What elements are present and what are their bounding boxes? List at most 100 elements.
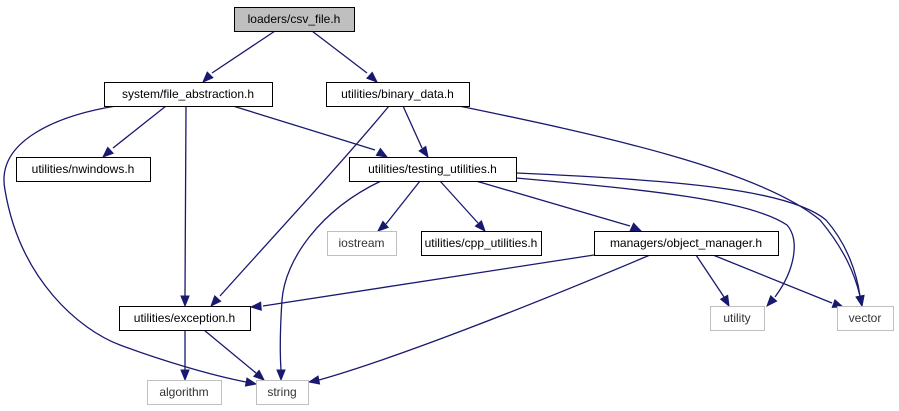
node-fileabs[interactable]: system/file_abstraction.h xyxy=(104,82,273,107)
node-box xyxy=(234,7,355,32)
edge-line xyxy=(112,105,167,149)
edge-objmgr-to-utility xyxy=(695,254,730,308)
node-binary[interactable]: utilities/binary_data.h xyxy=(326,82,470,107)
edge-line xyxy=(318,254,651,381)
edge-fileabs-to-exception xyxy=(180,105,190,308)
edge-testing-to-vector xyxy=(515,172,865,308)
edge-line xyxy=(402,105,423,149)
node-label: managers/object_manager.h xyxy=(610,236,762,250)
node-label: utility xyxy=(723,311,750,325)
node-label: string xyxy=(267,385,296,399)
edge-testing-to-cpputil xyxy=(439,180,486,233)
edge-arrowhead xyxy=(376,220,390,232)
edge-testing-to-objmgr xyxy=(475,180,643,232)
node-box xyxy=(349,157,517,182)
edge-line xyxy=(515,172,861,297)
edge-csv-to-fileabs xyxy=(202,30,276,83)
node-iostream: iostream xyxy=(327,231,397,256)
edge-line xyxy=(439,180,479,224)
edge-arrowhead xyxy=(180,295,190,308)
edge-line xyxy=(211,30,276,74)
node-label: loaders/csv_file.h xyxy=(248,12,341,26)
node-exception[interactable]: utilities/exception.h xyxy=(119,306,251,331)
edge-arrowhead xyxy=(766,295,778,308)
node-label: system/file_abstraction.h xyxy=(122,87,254,101)
edge-line xyxy=(232,105,376,151)
edge-testing-to-iostream xyxy=(376,180,421,232)
edge-csv-to-binary xyxy=(311,30,379,83)
nodes-layer: loaders/csv_file.h system/file_abstractio… xyxy=(16,7,894,405)
node-box xyxy=(710,306,765,331)
node-label: utilities/nwindows.h xyxy=(32,162,135,176)
edge-line xyxy=(262,254,595,307)
node-utility: utility xyxy=(710,306,765,331)
node-box xyxy=(147,380,222,405)
node-objmgr[interactable]: managers/object_manager.h xyxy=(594,231,779,256)
node-box xyxy=(421,231,542,256)
node-vector: vector xyxy=(837,306,894,331)
edge-arrowhead xyxy=(474,219,486,233)
edge-arrowhead xyxy=(202,71,214,83)
edge-line xyxy=(279,180,382,371)
node-box xyxy=(119,306,251,331)
edge-line xyxy=(515,177,795,298)
node-label: vector xyxy=(849,311,882,325)
edge-exception-to-string xyxy=(203,329,266,381)
node-label: utilities/cpp_utilities.h xyxy=(425,236,538,250)
edge-fileabs-to-nwindows xyxy=(101,105,167,158)
node-string: string xyxy=(256,380,309,405)
edge-arrowhead xyxy=(210,295,222,308)
edge-line xyxy=(203,329,257,374)
node-label: utilities/exception.h xyxy=(134,311,235,325)
edge-fileabs-to-string xyxy=(3,105,258,387)
edge-arrowhead xyxy=(244,377,258,387)
node-label: iostream xyxy=(338,236,384,250)
node-box xyxy=(256,380,309,405)
node-label: utilities/binary_data.h xyxy=(341,87,454,101)
node-testing[interactable]: utilities/testing_utilities.h xyxy=(349,157,517,182)
edge-objmgr-to-string xyxy=(307,254,651,385)
edge-testing-to-string xyxy=(276,180,382,382)
edge-line xyxy=(311,30,368,74)
edge-testing-to-utility xyxy=(515,177,795,308)
edge-line xyxy=(475,180,631,227)
edge-binary-to-testing xyxy=(402,105,429,159)
edge-arrowhead xyxy=(252,369,266,381)
node-box xyxy=(594,231,779,256)
edge-arrowhead xyxy=(629,222,643,232)
edge-line xyxy=(184,105,187,297)
edge-arrowhead xyxy=(855,294,865,308)
edge-arrowhead xyxy=(366,71,379,83)
edge-arrowhead xyxy=(375,147,389,158)
node-box xyxy=(326,82,470,107)
node-algorithm: algorithm xyxy=(147,380,222,405)
edge-line xyxy=(385,180,421,225)
node-label: utilities/testing_utilities.h xyxy=(368,162,497,176)
edge-line xyxy=(695,254,725,298)
node-box xyxy=(837,306,894,331)
node-csv[interactable]: loaders/csv_file.h xyxy=(234,7,355,32)
node-label: algorithm xyxy=(159,385,208,399)
edge-objmgr-to-exception xyxy=(249,254,595,311)
edge-objmgr-to-vector xyxy=(712,254,845,308)
edge-arrowhead xyxy=(180,369,190,382)
edge-binary-to-vector xyxy=(458,105,865,308)
edge-line xyxy=(458,105,861,297)
edge-line xyxy=(712,254,833,304)
node-cpputil[interactable]: utilities/cpp_utilities.h xyxy=(421,231,542,256)
edge-exception-to-algorithm xyxy=(180,330,190,382)
node-box xyxy=(16,157,151,182)
edge-binary-to-exception xyxy=(210,105,390,308)
edge-arrowhead xyxy=(418,145,429,159)
edge-arrowhead xyxy=(249,301,262,311)
edge-arrowhead xyxy=(101,146,114,158)
edge-arrowhead xyxy=(307,375,321,385)
edge-arrowhead xyxy=(276,369,286,382)
edge-line xyxy=(219,105,390,297)
edge-line xyxy=(3,105,247,383)
node-nwindows[interactable]: utilities/nwindows.h xyxy=(16,157,151,182)
edge-arrowhead xyxy=(719,294,730,308)
edge-fileabs-to-testing xyxy=(232,105,389,158)
node-box xyxy=(104,82,273,107)
